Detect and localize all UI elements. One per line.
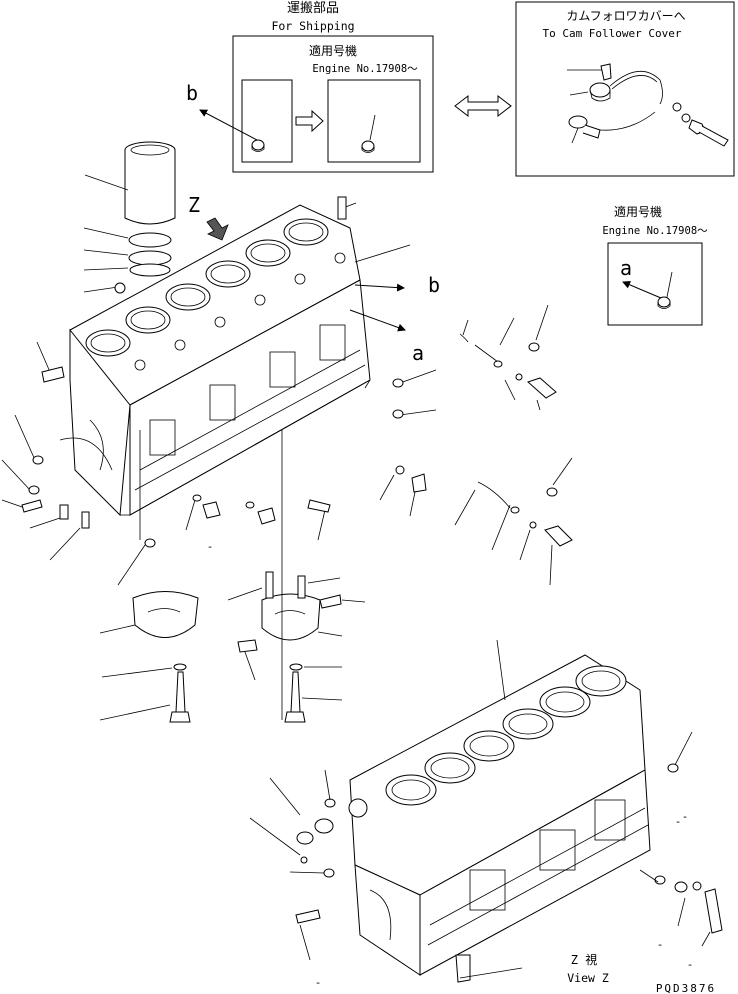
view-z-caption-en: View Z bbox=[567, 971, 609, 985]
cam-follower-box: カムフォロワカバーへ To Cam Follower Cover bbox=[515, 1, 735, 177]
dash-marker: - bbox=[315, 976, 322, 989]
viewz-leader-lines bbox=[249, 639, 711, 979]
shipping-frame bbox=[232, 35, 434, 173]
cam-title-en: To Cam Follower Cover bbox=[542, 27, 681, 40]
right-note-engine-no: Engine No.17908〜 bbox=[602, 225, 708, 237]
right-note-frame bbox=[607, 242, 703, 326]
dash-marker: - bbox=[207, 540, 214, 553]
shipping-engine-no: Engine No.17908〜 bbox=[312, 63, 418, 75]
right-note-applicable-jp: 適用号機 bbox=[614, 204, 662, 219]
main-loose-parts bbox=[21, 196, 573, 548]
view-z-label: Z bbox=[188, 193, 200, 217]
dash-marker: - bbox=[682, 810, 689, 823]
shipping-plug-before bbox=[251, 139, 265, 152]
bearing-cap-left bbox=[132, 591, 199, 638]
main-leader-lines bbox=[1, 174, 573, 586]
drawing-code: PQD3876 bbox=[656, 982, 716, 994]
dash-marker: - bbox=[687, 958, 694, 971]
cam-washer-bolt bbox=[672, 102, 729, 147]
right-note-box: 適用号機 Engine No.17908〜 a bbox=[602, 204, 708, 326]
double-arrow-icon bbox=[454, 94, 512, 118]
cam-sensor bbox=[568, 63, 663, 139]
viewz-loose-parts bbox=[295, 763, 723, 983]
view-z-caption: Z 視 View Z bbox=[567, 952, 609, 985]
view-z-caption-jp: Z 視 bbox=[571, 952, 597, 967]
dash-marker: - bbox=[675, 815, 682, 828]
cylinder-liner bbox=[124, 141, 176, 277]
shipping-title-jp: 運搬部品 bbox=[287, 1, 339, 16]
shipping-before-panel bbox=[241, 79, 293, 163]
shipping-after-panel bbox=[327, 79, 421, 163]
viewz-side-details bbox=[348, 798, 649, 946]
shipping-plug-after bbox=[361, 140, 375, 153]
block-side-details bbox=[134, 252, 366, 491]
view-z-block bbox=[249, 639, 723, 983]
view-z-arrow: Z bbox=[188, 193, 229, 241]
view-z-arrow-icon bbox=[206, 217, 229, 241]
dash-marker: - bbox=[657, 938, 664, 951]
main-callout-a: a bbox=[412, 341, 424, 365]
right-note-callout-a: a bbox=[620, 256, 632, 280]
shipping-applicable-jp: 適用号機 bbox=[309, 43, 357, 58]
viewz-bores bbox=[385, 665, 627, 806]
dash-markers: - - - - - - bbox=[207, 540, 694, 989]
main-cylinder-block: Z b a bbox=[59, 141, 440, 517]
shipping-parts-box: 運搬部品 For Shipping 適用号機 Engine No.17908〜 … bbox=[186, 1, 434, 173]
block-front-face bbox=[69, 328, 131, 517]
main-callout-b: b bbox=[428, 273, 440, 297]
cam-frame bbox=[515, 1, 735, 177]
right-note-plug bbox=[657, 296, 671, 309]
bearing-cap-right bbox=[261, 593, 321, 641]
bearing-caps bbox=[99, 430, 366, 723]
shipping-title-en: For Shipping bbox=[271, 19, 354, 33]
cylinder-bores bbox=[85, 218, 329, 357]
cam-title-jp: カムフォロワカバーへ bbox=[566, 9, 685, 23]
shipping-callout-b: b bbox=[186, 81, 198, 105]
transition-arrow-icon bbox=[295, 109, 324, 133]
viewz-side-face bbox=[419, 769, 651, 976]
